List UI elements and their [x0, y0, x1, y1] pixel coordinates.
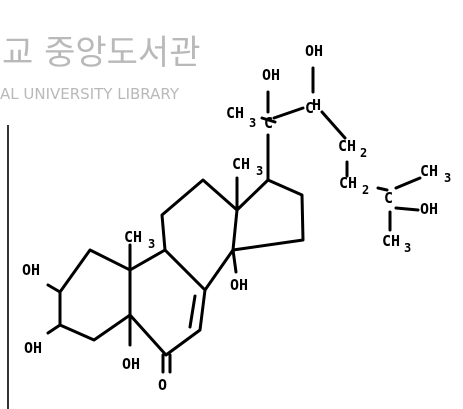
ch2-c24-sub: 2 [362, 183, 369, 197]
oh-c22-label: OH [305, 42, 323, 60]
watermark-korean: 교 중앙도서관 [2, 33, 201, 73]
ch3-c26-label: CH [420, 162, 438, 180]
oh-c2-label: OH [22, 261, 40, 279]
oh-c3-label: OH [24, 339, 42, 357]
ch3-c21-label: CH [226, 104, 244, 122]
atom-labels: OH OH C H C CH 3 CH 2 CH 2 C CH 3 OH CH … [22, 42, 451, 394]
bond-lines [46, 66, 422, 374]
ch2-c23-label: CH [338, 137, 356, 155]
ch3-c18-label: CH [232, 155, 250, 173]
c25-label: C [384, 189, 393, 207]
ch2-c24-label: CH [339, 174, 357, 192]
ch3-c18-sub: 3 [256, 164, 263, 178]
ch3-c19-sub: 3 [148, 237, 155, 251]
ch3-c21-sub: 3 [249, 116, 256, 130]
ch3-c26-sub: 3 [444, 171, 451, 185]
watermark-english: AL UNIVERSITY LIBRARY [0, 85, 180, 103]
ch-c22-c: C [305, 99, 314, 117]
ketone-o-label: O [158, 376, 167, 394]
ch3-c27-label: CH [382, 232, 400, 250]
ch2-c23-sub: 2 [360, 146, 367, 160]
ch3-c27-sub: 3 [404, 241, 411, 255]
oh-c14-label: OH [230, 276, 248, 294]
oh-c20-label: OH [262, 66, 280, 84]
oh-c5-label: OH [122, 355, 140, 373]
c20-label: C [264, 114, 273, 132]
ch-c22-h: H [312, 96, 321, 114]
oh-c25-label: OH [420, 200, 438, 218]
ch3-c19-label: CH [124, 228, 142, 246]
